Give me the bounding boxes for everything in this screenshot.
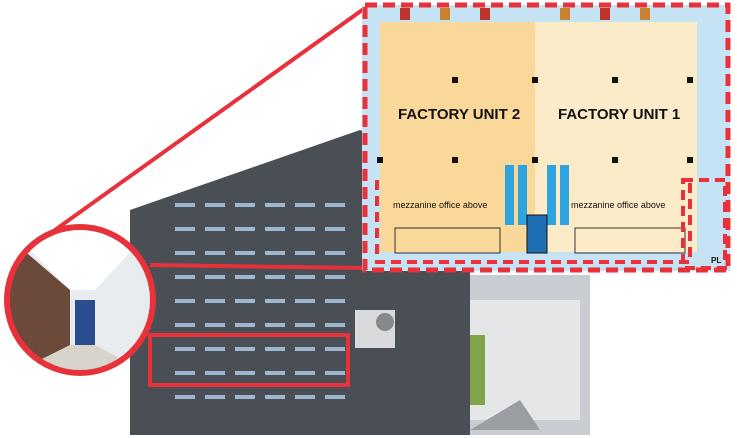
office-zone-outline bbox=[375, 180, 692, 264]
column bbox=[687, 157, 693, 163]
column bbox=[612, 157, 618, 163]
column bbox=[687, 77, 693, 83]
factory-unit-1-area bbox=[535, 22, 697, 252]
mezzanine-label-right: mezzanine office above bbox=[571, 200, 666, 210]
structural-columns bbox=[377, 77, 693, 163]
lift bbox=[526, 214, 548, 254]
entrance-steps bbox=[470, 400, 540, 430]
mezzanine-label-left: mezzanine office above bbox=[393, 200, 488, 210]
column bbox=[377, 157, 383, 163]
facade-windows bbox=[175, 203, 345, 399]
factory-unit-1-label: FACTORY UNIT 1 bbox=[558, 106, 681, 123]
plant-room-outline bbox=[681, 178, 727, 270]
top-wall-markers bbox=[400, 8, 650, 20]
floor-plan-outline bbox=[362, 2, 731, 273]
factory-unit-2-label: FACTORY UNIT 2 bbox=[398, 106, 521, 123]
connector-line bbox=[149, 263, 366, 270]
column bbox=[532, 157, 538, 163]
highlight-box bbox=[148, 333, 350, 387]
column bbox=[452, 157, 458, 163]
column bbox=[612, 77, 618, 83]
corner-label: PL bbox=[711, 256, 722, 265]
column bbox=[452, 77, 458, 83]
stairs bbox=[505, 165, 569, 225]
connector-line bbox=[53, 6, 367, 232]
corridor-circle-frame bbox=[4, 224, 156, 376]
column bbox=[532, 77, 538, 83]
